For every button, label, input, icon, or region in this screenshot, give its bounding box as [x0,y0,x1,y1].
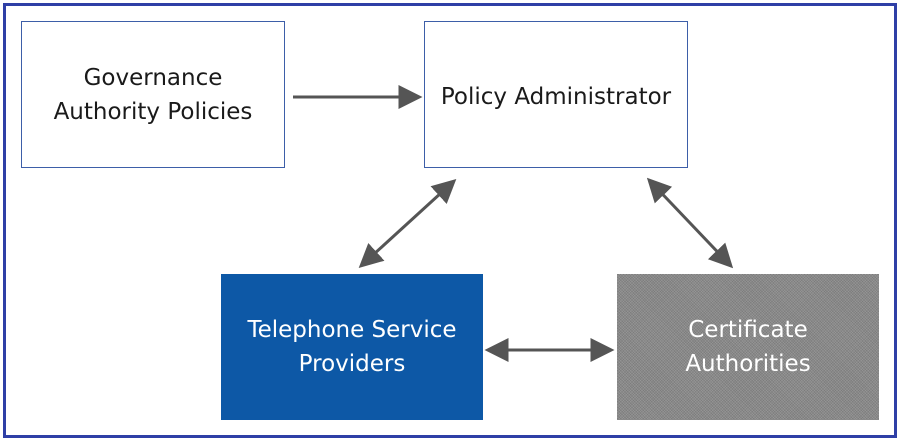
policy-administrator-box: Policy Administrator [424,21,688,168]
telephone-service-providers-label: Telephone Service Providers [247,317,457,377]
telephone-service-providers-box: Telephone Service Providers [221,274,483,420]
certificate-authorities-label: Certificate Authorities [685,317,811,377]
governance-authority-policies-box: Governance Authority Policies [21,21,285,168]
certificate-authorities-box: Certificate Authorities [617,274,879,420]
governance-authority-policies-label: Governance Authority Policies [53,64,253,125]
policy-administrator-label: Policy Administrator [440,84,672,110]
